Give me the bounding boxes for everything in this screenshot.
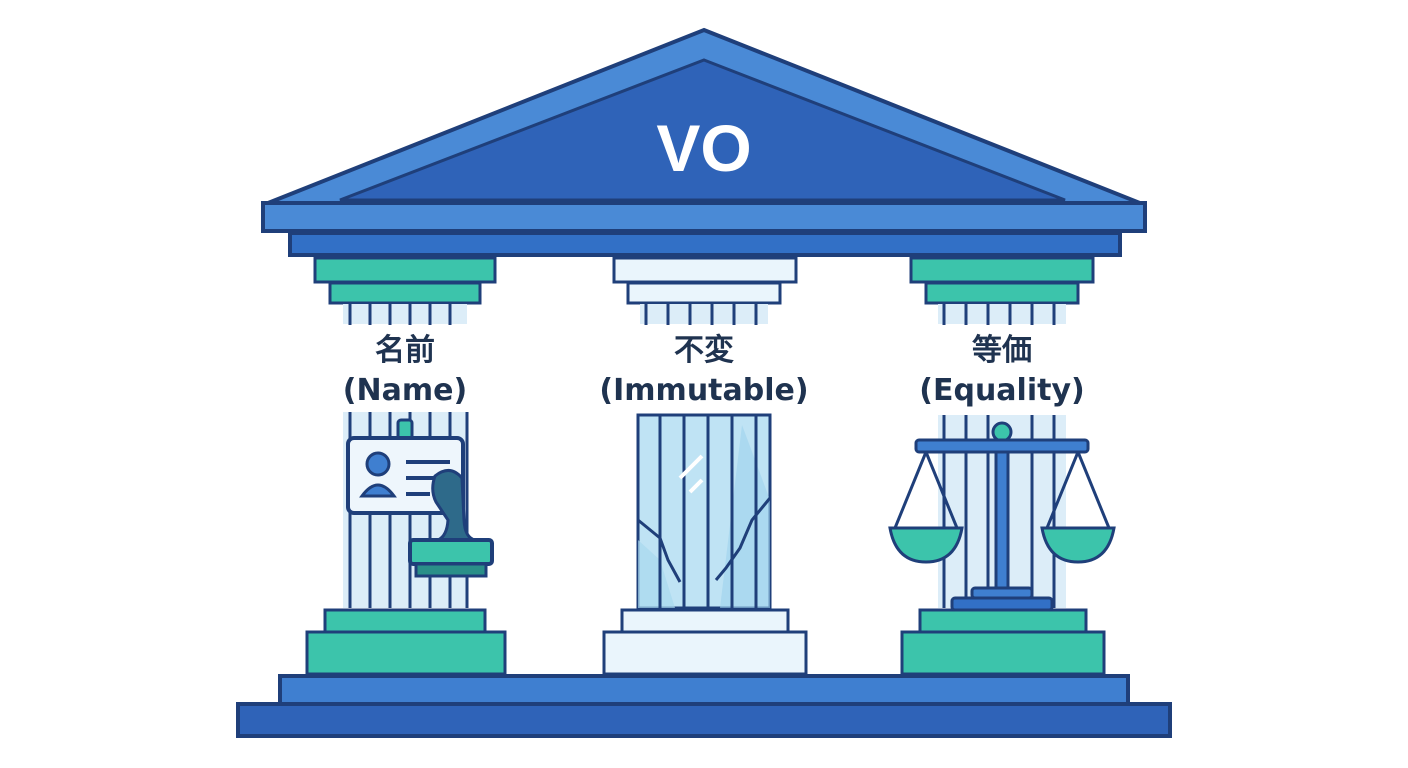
pillar-equality-label-en: (Equality): [919, 373, 1084, 408]
pillar-immutable-label-jp: 不変: [674, 333, 734, 368]
pillar-immutable-label-en: (Immutable): [599, 373, 808, 408]
pediment: VO: [261, 27, 1147, 257]
pillar-equality-label-jp: 等価: [972, 333, 1032, 368]
glass-crack-icon: [636, 413, 772, 610]
balance-scale-icon: [888, 421, 1116, 612]
foundation: [236, 674, 1172, 738]
pillar-name-label-en: (Name): [343, 373, 467, 408]
pillar-equality: 等価 (Equality): [888, 256, 1116, 676]
pillar-name: 名前 (Name): [305, 256, 507, 676]
pillar-immutable: 不変 (Immutable): [599, 256, 809, 676]
id-card-stamp-icon: [346, 418, 494, 578]
pediment-title: VO: [656, 111, 751, 185]
pillar-name-label-jp: 名前: [375, 333, 435, 368]
